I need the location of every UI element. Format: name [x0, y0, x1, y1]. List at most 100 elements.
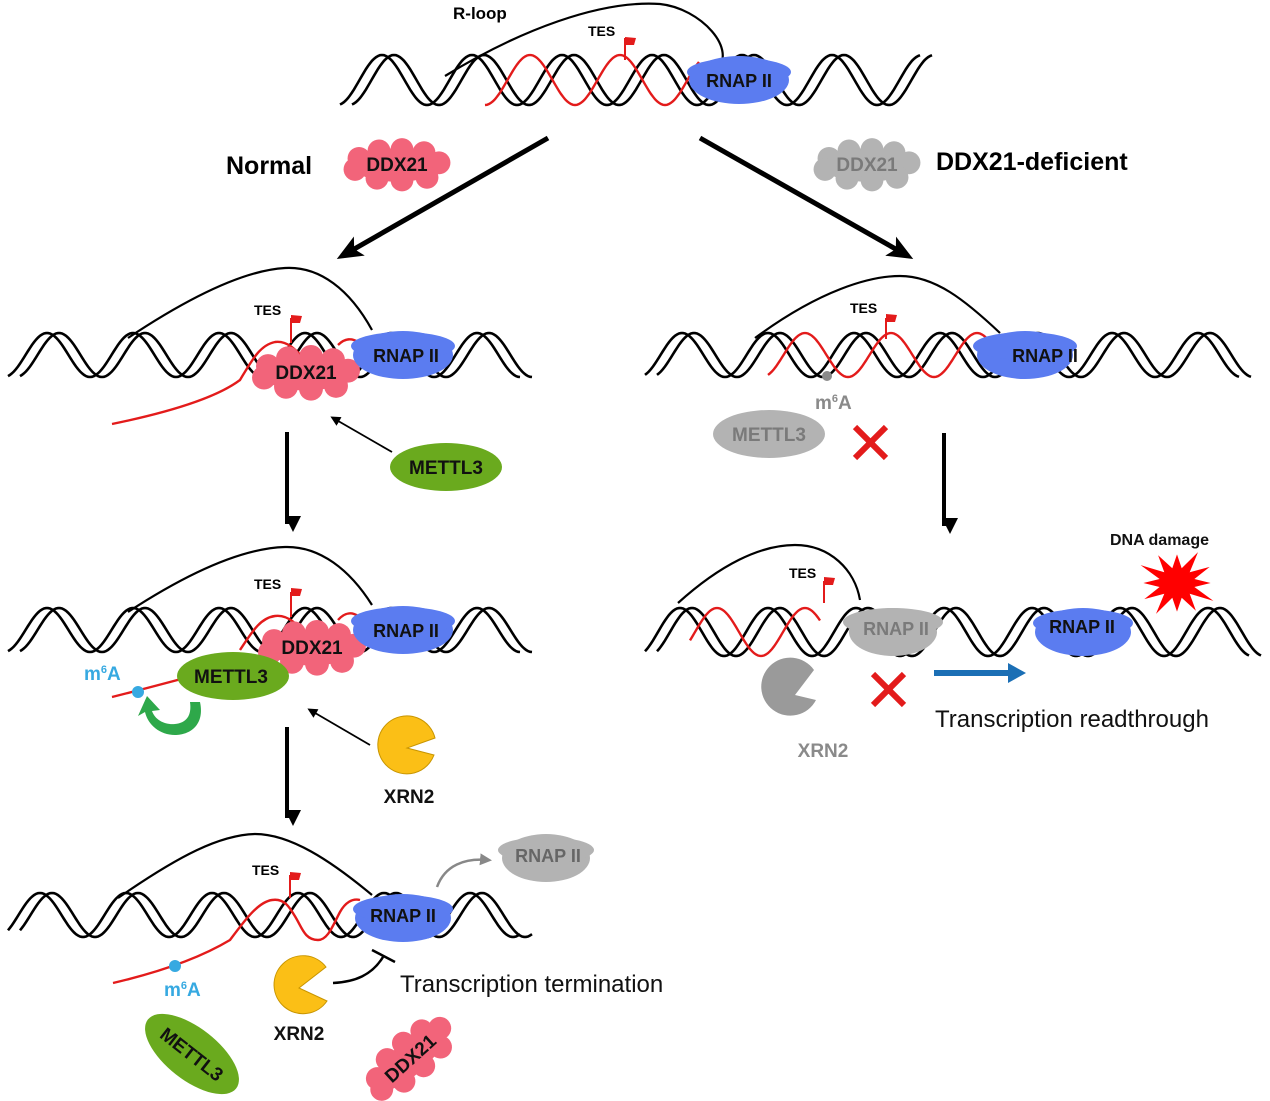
recruit-arrow: [307, 708, 371, 746]
released-rnap-ii-enzyme: RNAP II: [498, 834, 594, 882]
rnap-ii-enzyme: RNAP II: [351, 331, 455, 379]
rnap-label: RNAP II: [1049, 617, 1115, 637]
cloud-bump: [835, 166, 859, 190]
arrow-to-deficient: [698, 135, 914, 259]
arrow-to-normal: [336, 135, 550, 259]
ddx21-factor-deficient: DDX21: [813, 138, 921, 192]
cloud-bump: [860, 138, 884, 162]
rnap-label: RNAP II: [1012, 346, 1078, 366]
cloud-bump: [390, 168, 414, 192]
cloud-bump: [428, 1016, 452, 1040]
dna-strand-coding: [656, 331, 1252, 379]
cloud-bump: [282, 621, 306, 646]
mettl3-inactive: METTL3: [713, 410, 825, 458]
rna-strand: [688, 606, 821, 658]
cloud-bump: [274, 374, 298, 399]
tes-flag-icon: [624, 37, 636, 60]
normal-branch-title: Normal: [226, 152, 312, 180]
cloud-bump: [410, 1019, 434, 1043]
cloud-bump: [375, 1048, 399, 1072]
methylation-curved-arrow-icon: [138, 696, 201, 735]
rna-hybrid-strand: [484, 53, 700, 107]
tes-flag-icon: [885, 314, 897, 339]
cloud-bump: [305, 651, 329, 676]
ddx21-enzyme: DDX21: [252, 344, 360, 401]
rna-strand: [484, 53, 700, 107]
cloud-bump: [415, 165, 439, 189]
inhibition-arrow: [332, 956, 385, 985]
cloud-bump: [390, 138, 414, 162]
cloud-bump: [365, 166, 389, 190]
stalled-rnap-label: RNAP II: [863, 619, 929, 639]
m6a-label-inactive: m6A: [815, 393, 852, 414]
dna-strand-coding: [18, 891, 533, 939]
normal-step1-panel: TES DDX21 RNAP II METTL3: [7, 266, 533, 491]
rnap-label: RNAP II: [706, 71, 772, 91]
m6a-label: m6A: [84, 664, 121, 685]
rloop-displaced-strand: [677, 543, 862, 604]
xrn2-pacman-icon: [761, 657, 816, 716]
mettl3-released: METTL3: [145, 1013, 239, 1095]
mettl3-label: METTL3: [732, 425, 806, 446]
cloud-bump: [299, 344, 323, 369]
transcription-termination-label: Transcription termination: [400, 971, 663, 998]
dna-strand-template: [644, 331, 1240, 379]
ddx21-factor-normal: DDX21: [343, 138, 451, 192]
mettl3-label: METTL3: [409, 458, 483, 479]
rloop-displaced-strand: [754, 274, 1001, 339]
cloud-bump: [412, 1054, 436, 1078]
ddx21-enzyme: DDX21: [258, 619, 366, 676]
normal-step3-panel: TES RNAP II RNAP II m6A XRN2 Transcripti…: [6, 832, 663, 1101]
dna-double-helix: [644, 606, 1262, 658]
rnap-label: RNAP II: [373, 621, 439, 641]
mettl3-label: METTL3: [194, 667, 268, 688]
tes-label: TES: [254, 302, 281, 318]
ddx21-label: DDX21: [275, 363, 337, 384]
cloud-bump: [280, 649, 304, 674]
rnap-ii-enzyme: RNAP II: [353, 894, 453, 942]
deficient-step1-panel: TES RNAP II m6A METTL3: [644, 274, 1252, 461]
rnap-ii-enzyme: RNAP II: [1033, 608, 1133, 656]
cloud-shape: [374, 1025, 446, 1091]
cloud-bump: [813, 157, 837, 181]
release-arrow: [435, 853, 492, 888]
dna-strand-template: [339, 53, 921, 107]
rna-hybrid-strand: [688, 606, 821, 658]
released-rnap-label: RNAP II: [515, 846, 581, 866]
xrn2-pacman-icon: [273, 955, 328, 1015]
cloud-bump: [367, 139, 391, 163]
mettl3-enzyme: METTL3: [177, 652, 289, 700]
tes-label: TES: [588, 23, 615, 39]
blocked-x-icon: [870, 671, 907, 708]
dna-double-helix: [339, 53, 933, 107]
tes-flag-icon: [290, 315, 302, 343]
rnap-ii-enzyme: RNAP II: [687, 56, 791, 104]
xrn2-enzyme: XRN2: [273, 955, 328, 1045]
inhibition-bar: [371, 948, 396, 964]
rnap-ii-enzyme: RNAP II: [973, 331, 1078, 379]
tes-flag-icon: [823, 577, 835, 603]
rnap-label: RNAP II: [373, 346, 439, 366]
normal-step2-panel: TES DDX21 RNAP II METTL3 m6A XRN2: [7, 545, 533, 808]
cloud-bump: [299, 376, 323, 401]
rloop-displaced-strand: [444, 2, 724, 77]
rloop-displaced-strand: [127, 545, 373, 613]
m6a-site-marker: [169, 960, 181, 972]
m6a-site-marker-inactive: [822, 371, 832, 381]
ddx21-label-inactive: DDX21: [836, 155, 898, 176]
stalled-rnap-ii-enzyme: RNAP II: [843, 608, 943, 656]
rna-strand: [767, 331, 1002, 379]
cloud-bump: [885, 165, 909, 189]
top-rloop-panel: TES R-loop RNAP II: [339, 2, 933, 107]
rloop-label: R-loop: [453, 4, 507, 23]
rloop-displaced-strand: [127, 266, 373, 339]
deficient-step2-panel: TES RNAP II RNAP II DNA damage XRN2 Tran…: [644, 532, 1262, 762]
rnap-ii-enzyme: RNAP II: [351, 606, 455, 654]
tes-label: TES: [252, 862, 279, 878]
xrn2-label: XRN2: [274, 1024, 325, 1045]
mettl3-enzyme: METTL3: [390, 443, 502, 491]
cloud-bump: [330, 648, 354, 673]
tes-label: TES: [254, 576, 281, 592]
m6a-site-marker: [132, 686, 144, 698]
xrn2-pacman-icon: [377, 715, 436, 775]
